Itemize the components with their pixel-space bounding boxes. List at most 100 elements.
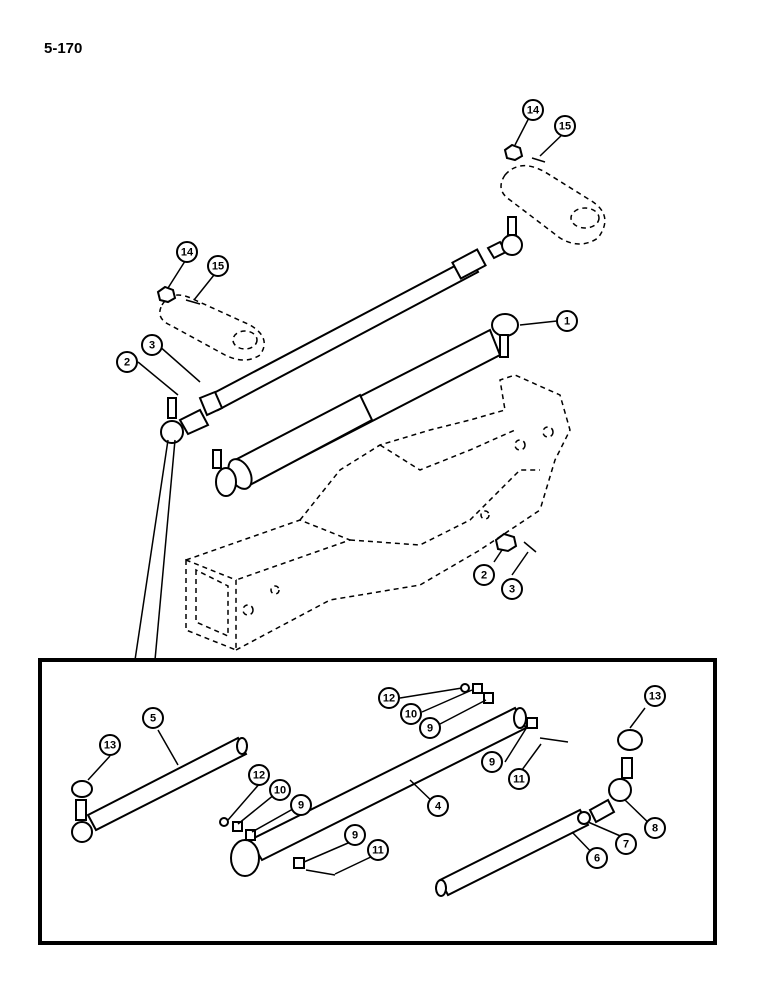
callout-15: 15: [207, 255, 229, 277]
callout-label: 4: [435, 801, 442, 813]
callout-circle: [378, 687, 400, 709]
callout-label: 9: [427, 723, 433, 735]
steering-arm-left: [159, 294, 265, 361]
callout-circle: [508, 768, 530, 790]
clamp-9b: [526, 717, 538, 729]
callout-circle: [644, 817, 666, 839]
castle-nut-bottom: [494, 532, 518, 553]
callout-2: 2: [473, 564, 495, 586]
callout-circle: [367, 839, 389, 861]
castle-nut-top: [503, 143, 524, 162]
callout-circle: [419, 717, 441, 739]
callout-1: 1: [556, 310, 578, 332]
callout-label: 2: [124, 357, 130, 369]
callout-label: 12: [253, 770, 265, 782]
callout-8: 8: [644, 817, 666, 839]
callout-13: 13: [99, 734, 121, 756]
callout-7: 7: [615, 833, 637, 855]
tie-rod-tube-main: [230, 706, 528, 877]
callout-14: 14: [522, 99, 544, 121]
callout-13: 13: [644, 685, 666, 707]
callout-3: 3: [501, 578, 523, 600]
callout-circle: [522, 99, 544, 121]
callout-label: 3: [149, 340, 155, 352]
callout-12: 12: [248, 764, 270, 786]
callout-10: 10: [400, 703, 422, 725]
callout-circle: [554, 115, 576, 137]
callout-circle: [176, 241, 198, 263]
callout-circle: [290, 794, 312, 816]
callout-label: 13: [104, 740, 116, 752]
callout-label: 11: [513, 774, 525, 786]
callout-label: 9: [352, 830, 358, 842]
callout-circle: [501, 578, 523, 600]
callout-circle: [586, 847, 608, 869]
callout-circle: [99, 734, 121, 756]
callout-label: 6: [594, 853, 600, 865]
callout-circle: [344, 824, 366, 846]
callout-label: 9: [489, 757, 495, 769]
callout-14: 14: [176, 241, 198, 263]
callout-4: 4: [427, 795, 449, 817]
callout-circle: [269, 779, 291, 801]
callout-label: 13: [649, 691, 661, 703]
callout-11: 11: [508, 768, 530, 790]
clamp-9a: [483, 692, 494, 704]
callout-circle: [615, 833, 637, 855]
callout-label: 11: [372, 845, 384, 857]
callout-circle: [142, 707, 164, 729]
callout-circle: [427, 795, 449, 817]
callout-circle: [481, 751, 503, 773]
callout-label: 2: [481, 570, 487, 582]
tie-rod-tube-left: [71, 736, 248, 843]
callout-circle: [248, 764, 270, 786]
spacer-10a: [472, 683, 483, 694]
callout-label: 12: [383, 693, 395, 705]
castle-nut-left: [156, 285, 177, 304]
steering-cylinder: [212, 313, 519, 497]
callout-label: 10: [274, 785, 286, 797]
callout-9: 9: [290, 794, 312, 816]
callout-circle: [207, 255, 229, 277]
tie-rod-tube-right: [435, 808, 590, 897]
callout-9: 9: [481, 751, 503, 773]
nut-12a: [460, 683, 470, 693]
callout-label: 15: [559, 121, 571, 133]
callout-circle: [644, 685, 666, 707]
callout-label: 7: [623, 839, 629, 851]
callout-15: 15: [554, 115, 576, 137]
callout-5: 5: [142, 707, 164, 729]
spacer-10b: [232, 821, 243, 832]
callout-label: 3: [509, 584, 515, 596]
callout-11: 11: [367, 839, 389, 861]
bolt-11b: [305, 869, 336, 876]
bolt-11a: [539, 737, 569, 743]
callout-label: 1: [564, 316, 570, 328]
clamp-9d: [293, 857, 305, 869]
callout-label: 14: [527, 105, 540, 117]
callout-6: 6: [586, 847, 608, 869]
callout-10: 10: [269, 779, 291, 801]
callout-2: 2: [116, 351, 138, 373]
detail-leader-line: [134, 439, 169, 661]
detail-frame: [38, 658, 717, 945]
callout-circle: [556, 310, 578, 332]
callout-3: 3: [141, 334, 163, 356]
callout-label: 8: [652, 823, 658, 835]
clamp-9c: [245, 829, 256, 841]
callout-9: 9: [419, 717, 441, 739]
nut-12b: [219, 817, 229, 827]
callout-circle: [116, 351, 138, 373]
callout-label: 14: [181, 247, 194, 259]
steering-arm-right: [500, 165, 606, 245]
callout-circle: [473, 564, 495, 586]
callout-label: 9: [298, 800, 304, 812]
callout-circle: [141, 334, 163, 356]
page-number: 5-170: [44, 40, 83, 57]
callout-label: 15: [212, 261, 224, 273]
callout-9: 9: [344, 824, 366, 846]
callout-label: 5: [150, 713, 156, 725]
tie-rod-end-right: [577, 729, 643, 825]
callout-label: 10: [405, 709, 417, 721]
